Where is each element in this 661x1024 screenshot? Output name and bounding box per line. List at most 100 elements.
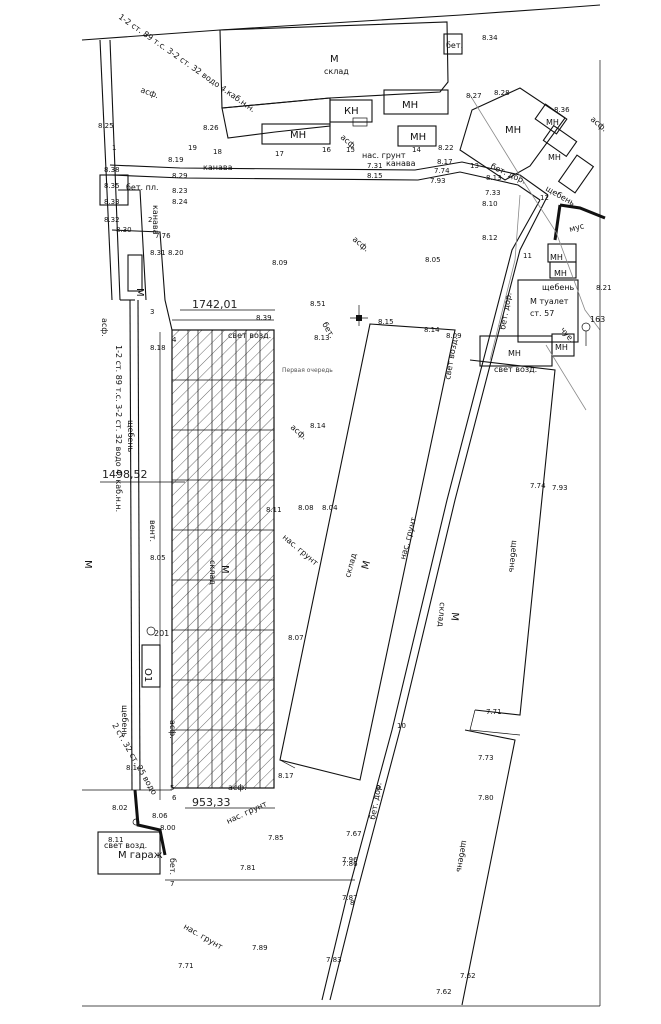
spot-height: 8.09 <box>446 332 462 340</box>
survey-number: 10 <box>397 722 406 730</box>
spot-height: 8.38 <box>104 166 120 174</box>
survey-number: 6 <box>172 794 177 802</box>
spot-height: 8.27 <box>466 92 482 100</box>
spot-height: 8.20 <box>168 249 184 257</box>
label-fill-soil: нас. грунт <box>398 516 418 561</box>
spot-height: 7.67 <box>346 830 362 838</box>
spot-height: 8.10 <box>482 200 498 208</box>
spot-height: 7.76 <box>155 232 171 240</box>
label-warehouse: склад <box>436 602 447 628</box>
survey-number: 18 <box>213 148 222 156</box>
label-fill-soil: нас. грунт <box>182 922 224 952</box>
label-cable-top: 1-2 ст. 89 т.с. 3-2 ст. 32 водо 4.каб.н.… <box>117 12 257 114</box>
label-cable-bottom: 2 ст. 32 ст. 25 водо <box>110 722 159 797</box>
label-fill-soil: нас. грунт <box>225 799 269 826</box>
label-bet-top: бет. <box>446 41 463 50</box>
spot-height: 8.21 <box>596 284 612 292</box>
spot-height: 8.06 <box>152 812 168 820</box>
label-163: 163 <box>590 315 605 324</box>
spot-height: 7.74 <box>530 482 546 490</box>
spot-height: 7.73 <box>478 754 494 762</box>
label-fill-soil: нас. грунт <box>281 533 320 568</box>
survey-number: 8 <box>350 899 354 907</box>
spot-height: 8.02 <box>112 804 128 812</box>
survey-number: 17 <box>275 150 284 158</box>
spot-height: 7.33 <box>485 189 501 197</box>
right-warehouse <box>461 359 556 1006</box>
label-gravel: щебень <box>126 420 135 453</box>
spot-heights: 8.34 8.28 8.36 8.27 8.26 8.25 8.38 8.35 … <box>98 34 612 996</box>
label-m-left: М <box>82 560 93 569</box>
spot-height: 7.81 <box>240 864 256 872</box>
dimension-left: 1498,52 <box>102 468 148 481</box>
label-gravel: щебень <box>120 705 129 738</box>
label-light-overhead: свет возд. <box>443 336 459 380</box>
label-concrete: бет. <box>168 858 177 875</box>
spot-height: 8.05 <box>425 256 441 264</box>
label-ditch: канава <box>386 159 416 168</box>
dimension-lines: 1742,01 1498,52 953,33 <box>100 298 275 809</box>
spot-height: 8.18 <box>150 344 166 352</box>
spot-height: 8.31 <box>150 249 166 257</box>
label-cable-left: 1-2 ст. 89 т.с. 3-2 ст. 32 водо 4. каб.н… <box>114 345 123 512</box>
right-building-cluster <box>479 243 591 411</box>
label-trash: мус <box>568 221 585 234</box>
label-toilet: М туалет <box>530 297 569 306</box>
survey-number: 13 <box>470 162 479 170</box>
label-asphalt: асф. <box>589 115 609 134</box>
label-top-warehouse-m: М <box>330 54 339 65</box>
bottom-lines <box>82 60 601 1006</box>
spot-height: 8.07 <box>288 634 304 642</box>
survey-number: 7 <box>170 880 174 888</box>
label-fill-soil: нас. грунт <box>362 151 406 160</box>
label-mn: МН <box>410 132 426 143</box>
spot-height: 8.23 <box>172 187 188 195</box>
survey-number: 4 <box>172 336 177 344</box>
concrete-road <box>109 94 601 1001</box>
label-ditch: канава <box>151 205 160 235</box>
spot-height: 7.93 <box>430 177 446 185</box>
spot-height: 8.22 <box>438 144 454 152</box>
label-o1: О1 <box>142 668 153 682</box>
spot-height: 8.28 <box>494 89 510 97</box>
survey-number: 3 <box>150 308 154 316</box>
top-right-buildings <box>443 33 606 241</box>
label-gravel: щебень <box>454 840 469 874</box>
label-mn: МН <box>550 253 563 262</box>
spot-height: 7.62 <box>436 988 452 996</box>
spot-height: 7.74 <box>434 167 450 175</box>
spot-height: 8.14 <box>424 326 440 334</box>
survey-number: 16 <box>322 146 331 154</box>
spot-height: 8.39 <box>256 314 272 322</box>
spot-height: 8.13 <box>486 174 502 182</box>
survey-number: 1 <box>112 144 116 152</box>
spot-height: 8.15 <box>378 318 394 326</box>
spot-height: 7.89 <box>252 944 268 952</box>
label-light-overhead: свет возд. <box>494 365 537 374</box>
spot-height: 8.19 <box>168 156 184 164</box>
spot-height: 8.32 <box>104 216 120 224</box>
spot-height: 8.11 <box>266 506 282 514</box>
survey-number: 12 <box>540 194 549 202</box>
label-gravel: щебень <box>507 540 519 573</box>
left-utility-strip <box>97 174 173 875</box>
spot-height: 8.14 <box>126 764 142 772</box>
label-mn: МН <box>554 269 567 278</box>
label-warehouse-m: М <box>448 612 460 622</box>
spot-height: 7.85 <box>268 834 284 842</box>
first-stage-building <box>159 319 275 800</box>
spot-height: 8.33 <box>104 198 120 206</box>
label-gravel: щебень <box>542 283 575 292</box>
label-st57: ст. 57 <box>530 309 554 318</box>
label-mn: МН <box>290 130 306 141</box>
label-warehouse: склад <box>343 552 358 579</box>
spot-height: 8.51 <box>310 300 326 308</box>
label-first-stage: Первая очередь <box>282 367 333 374</box>
label-201: 201 <box>154 629 169 638</box>
spot-height: 7.71 <box>178 962 194 970</box>
survey-number: 2 <box>148 216 152 224</box>
label-concrete-road: бет. дор. <box>498 292 513 331</box>
spot-height: 8.26 <box>203 124 219 132</box>
central-warehouse <box>279 323 456 781</box>
survey-number: 5 <box>170 784 174 792</box>
